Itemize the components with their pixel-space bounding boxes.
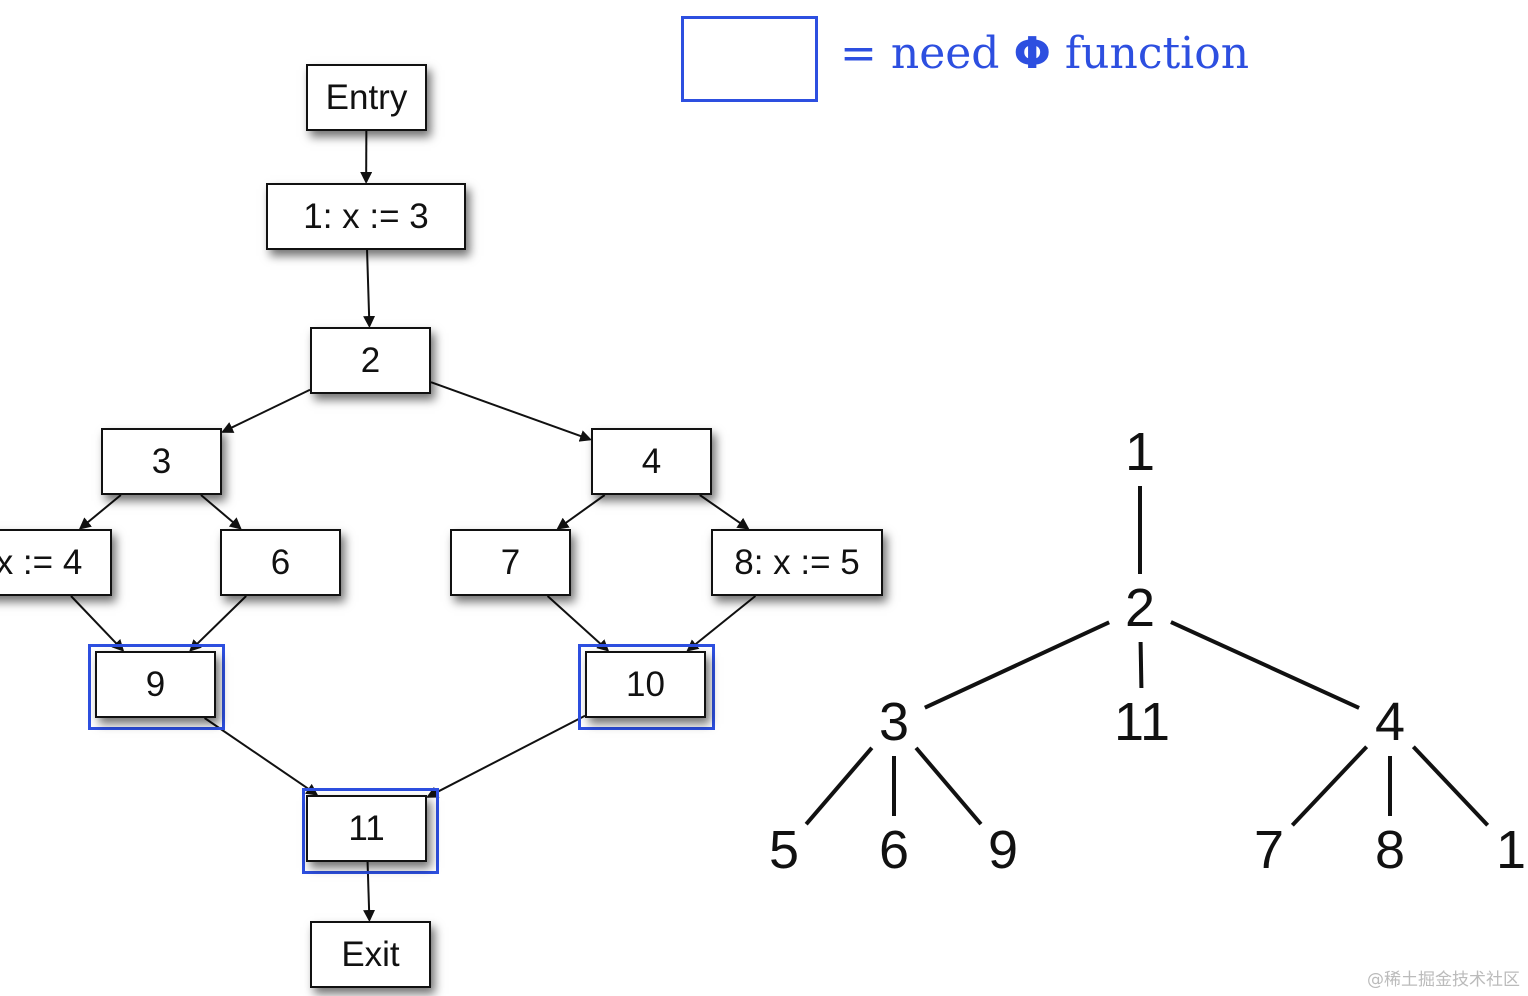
dom-tree-node-9: 9 <box>987 820 1019 880</box>
cfg-block-2: 2 <box>310 327 431 394</box>
dom-tree-edge-t2-t11 <box>1138 641 1144 689</box>
cfg-edge-b9-b11 <box>204 717 319 796</box>
cfg-block-6: 6 <box>220 529 341 596</box>
cfg-block-4: 4 <box>591 428 712 495</box>
dom-tree-node-6: 6 <box>878 820 910 880</box>
legend-phi-symbol: Φ <box>1013 28 1051 79</box>
cfg-block-9: 9 <box>95 651 216 718</box>
cfg-edge-b8-b10 <box>686 595 757 652</box>
dom-tree-edge-t3-t5 <box>804 746 874 826</box>
dom-tree-node-1: 1 <box>1124 422 1156 482</box>
phi-frame-9 <box>88 644 225 730</box>
cfg-block-5: x := 4 <box>0 529 112 596</box>
dom-tree-node-8: 8 <box>1374 820 1406 880</box>
cfg-edge-b7-b10 <box>546 595 610 652</box>
legend-label: = need Φ function <box>840 28 1249 79</box>
cfg-edge-b4-b8 <box>699 494 750 530</box>
dom-tree-node-11: 11 <box>1113 692 1171 752</box>
cfg-edge-b3-b6 <box>200 494 242 530</box>
legend-text-after: function <box>1064 28 1250 79</box>
cfg-edge-group <box>70 130 757 922</box>
phi-frame-10 <box>578 644 715 730</box>
dom-tree-node-10: 1 <box>1495 820 1527 880</box>
dom-tree-node-3: 3 <box>878 692 910 752</box>
watermark: @稀土掘金技术社区 <box>1367 970 1520 990</box>
dom-tree-edge-t2-t4 <box>1170 620 1360 710</box>
cfg-edge-b10-b11 <box>426 714 586 798</box>
cfg-block-8: 8: x := 5 <box>711 529 883 596</box>
legend-text-before: need <box>890 28 1000 79</box>
cfg-edge-b1-b2 <box>363 249 376 328</box>
cfg-block-10: 10 <box>585 651 706 718</box>
cfg-edge-b2-b3 <box>221 388 311 433</box>
dominator-tree-edge-group <box>804 486 1490 827</box>
cfg-block-7: 7 <box>450 529 571 596</box>
cfg-edge-b3-b5 <box>78 494 122 530</box>
cfg-block-1: 1: x := 3 <box>266 183 466 250</box>
cfg-edge-b5-b9 <box>70 595 125 652</box>
dom-tree-node-5: 5 <box>768 820 800 880</box>
cfg-edge-b6-b9 <box>189 595 247 652</box>
legend-swatch <box>681 16 818 102</box>
cfg-block-11: 11 <box>306 795 427 862</box>
legend-equals: = <box>840 28 877 79</box>
cfg-block-3: 3 <box>101 428 222 495</box>
dom-tree-edge-t3-t9 <box>914 746 983 826</box>
dom-tree-node-7: 7 <box>1253 820 1285 880</box>
phi-frame-11 <box>302 788 439 874</box>
cfg-edge-b4-b7 <box>556 494 606 530</box>
dom-tree-edge-t2-t3 <box>924 620 1110 710</box>
dom-tree-node-2: 2 <box>1124 578 1156 638</box>
cfg-edge-b2-b4 <box>430 381 592 442</box>
dom-tree-edge-t4-t7 <box>1290 745 1369 827</box>
dom-tree-edge-t4-t10 <box>1411 745 1490 827</box>
cfg-block-entry: Entry <box>306 64 427 131</box>
dom-tree-node-4: 4 <box>1374 692 1406 752</box>
cfg-block-exit: Exit <box>310 921 431 988</box>
